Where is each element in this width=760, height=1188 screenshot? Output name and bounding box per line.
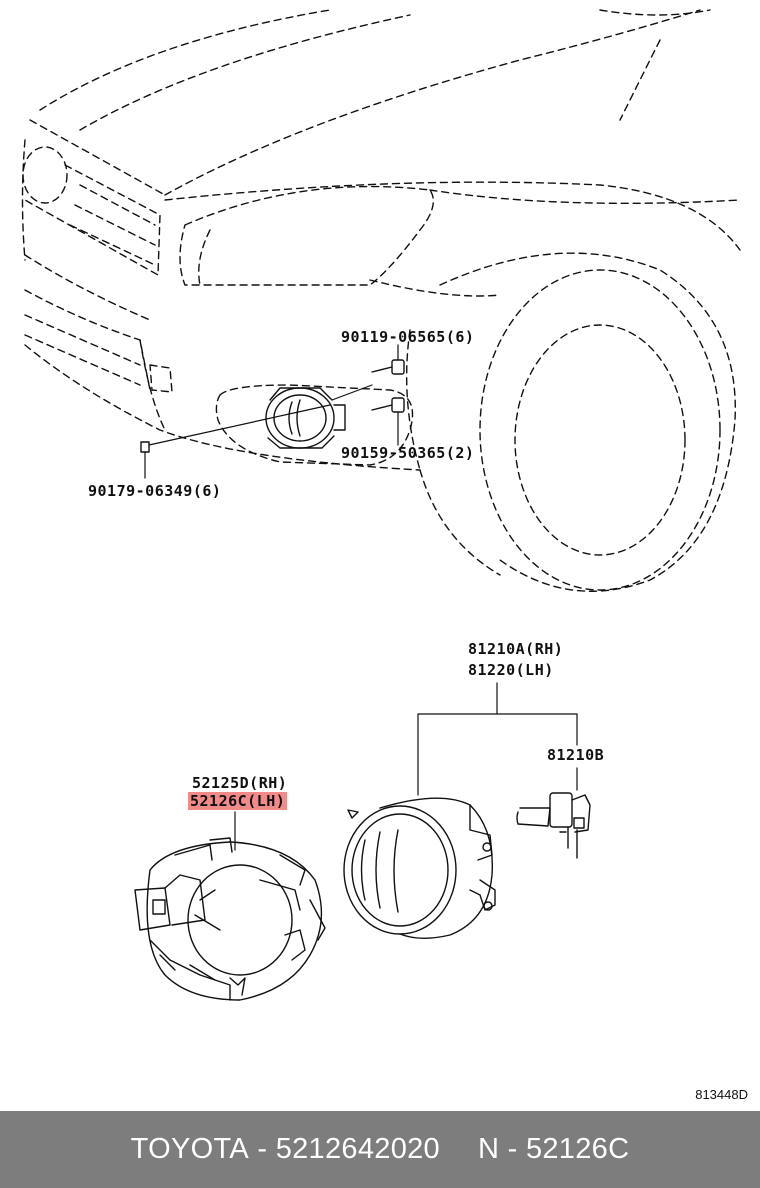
lower-leader-lines	[234, 682, 578, 851]
footer-part-number: 5212642020	[275, 1133, 440, 1165]
label-bulb: 81210B	[547, 746, 605, 764]
label-bolt-lower: 90159-50365(2)	[341, 444, 475, 462]
vehicle-front-drawing	[21, 9, 741, 592]
upper-leader-lines	[144, 344, 399, 479]
diagram-reference-code: 813448D	[695, 1087, 748, 1102]
mounting-bracket-drawing	[134, 837, 326, 1001]
label-bolt-upper: 90119-06565(6)	[341, 328, 475, 346]
footer-ref-prefix: N	[478, 1133, 500, 1165]
footer-ref-number: 52126C	[525, 1133, 630, 1165]
label-fog-lamp-lh: 81220(LH)	[468, 661, 554, 679]
footer-brand: TOYOTA	[130, 1133, 250, 1165]
footer-separator-2: -	[507, 1133, 518, 1165]
bulb-drawing	[516, 792, 591, 859]
footer-bar: TOYOTA - 5212642020 N - 52126C	[0, 1111, 760, 1188]
label-bracket-lh-highlighted: 52126C(LH)	[188, 792, 288, 810]
label-bracket-rh: 52125D(RH)	[192, 774, 288, 792]
footer-separator: -	[257, 1133, 268, 1165]
fog-lamp-exploded-diagram	[21, 9, 741, 1001]
installed-fog-lamp-drawing	[265, 387, 346, 449]
label-clip: 90179-06349(6)	[88, 482, 222, 500]
label-fog-lamp-rh: 81210A(RH)	[468, 640, 564, 658]
fog-lamp-assembly-drawing	[343, 797, 496, 939]
